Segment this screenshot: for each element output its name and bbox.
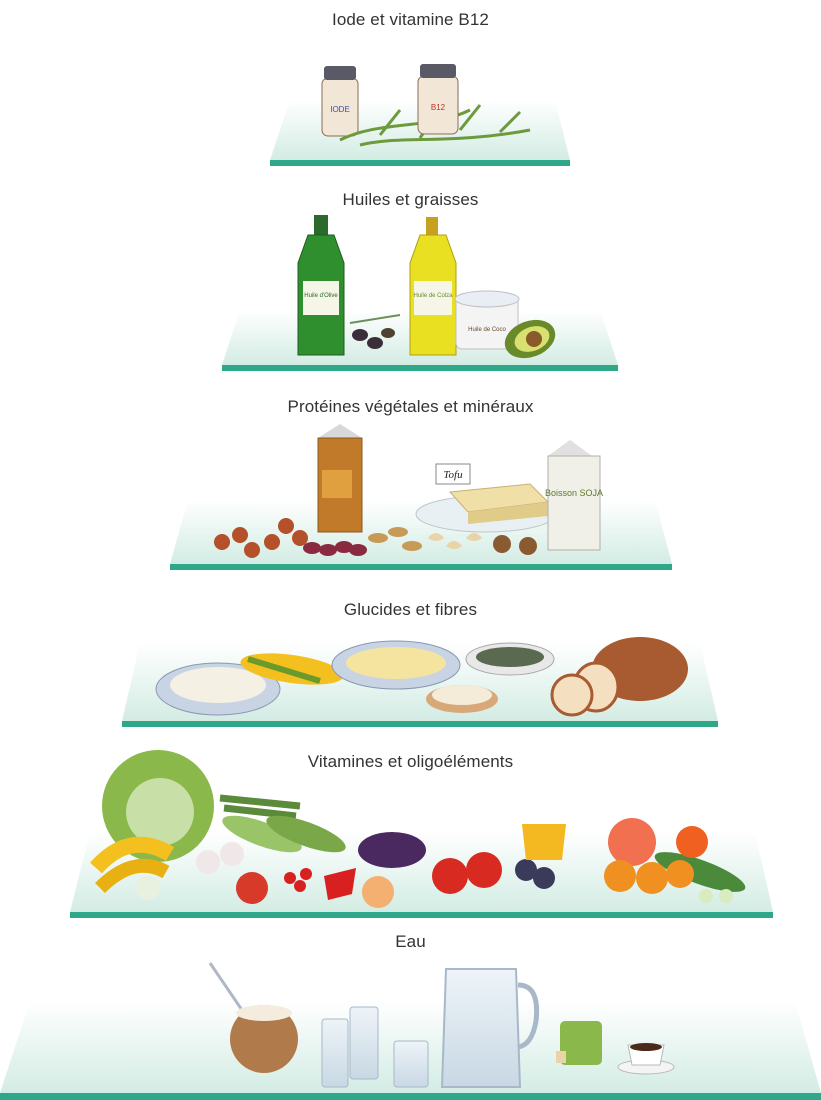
b12-jar: B12 xyxy=(418,64,458,134)
level-3-shelf: Tofu Boisson SOJA xyxy=(0,420,821,580)
mandarin-icon xyxy=(676,826,708,858)
level-4-shelf xyxy=(0,625,821,735)
olive-oil-label: Huile d'Olive xyxy=(304,293,338,299)
shelf-edge xyxy=(170,564,672,570)
b12-jar-label: B12 xyxy=(431,103,446,112)
level-4-label: Glucides et fibres xyxy=(0,600,821,620)
peach-icon xyxy=(608,818,656,866)
iode-jar: IODE xyxy=(322,66,358,136)
shelf-edge xyxy=(70,912,773,918)
eggplant-icon xyxy=(358,832,426,868)
level-2-shelf: Huile d'Olive Huile de Colza Huile de Co… xyxy=(0,215,821,375)
tea-mug-icon xyxy=(556,1021,602,1065)
level-6-shelf xyxy=(0,955,821,1100)
level-2-label: Huiles et graisses xyxy=(0,190,821,210)
level-5-shelf xyxy=(0,750,821,925)
level-1-label: Iode et vitamine B12 xyxy=(0,10,821,30)
shelf-edge xyxy=(0,1093,821,1100)
olive-oil-bottle: Huile d'Olive xyxy=(298,215,344,355)
carton-lentils xyxy=(318,424,362,532)
chia-bowl xyxy=(466,643,554,675)
soja-carton: Boisson SOJA xyxy=(545,440,603,550)
coconut-oil-label: Huile de Coco xyxy=(468,327,506,333)
pasta-plate xyxy=(332,641,460,689)
asparagus-icon xyxy=(220,798,300,816)
yellow-pepper-icon xyxy=(522,824,566,860)
onion-icon xyxy=(362,876,394,908)
colza-oil-label: Huile de Colza xyxy=(413,293,453,299)
shelf-edge xyxy=(122,721,718,727)
quinoa-bowl xyxy=(426,685,498,713)
turnip-icon xyxy=(136,876,160,900)
level-3-label: Protéines végétales et minéraux xyxy=(0,397,821,417)
tofu-plate: Tofu xyxy=(416,464,556,532)
level-6-label: Eau xyxy=(0,932,821,952)
apple-icon xyxy=(236,872,268,904)
iode-jar-label: IODE xyxy=(330,105,350,114)
soja-carton-label: Boisson SOJA xyxy=(545,488,603,498)
tofu-tag-label: Tofu xyxy=(443,469,463,481)
level-1-shelf: IODE B12 xyxy=(0,60,821,170)
shelf-edge xyxy=(270,160,570,166)
shelf-edge xyxy=(222,365,618,371)
colza-oil-bottle: Huile de Colza xyxy=(410,217,456,355)
